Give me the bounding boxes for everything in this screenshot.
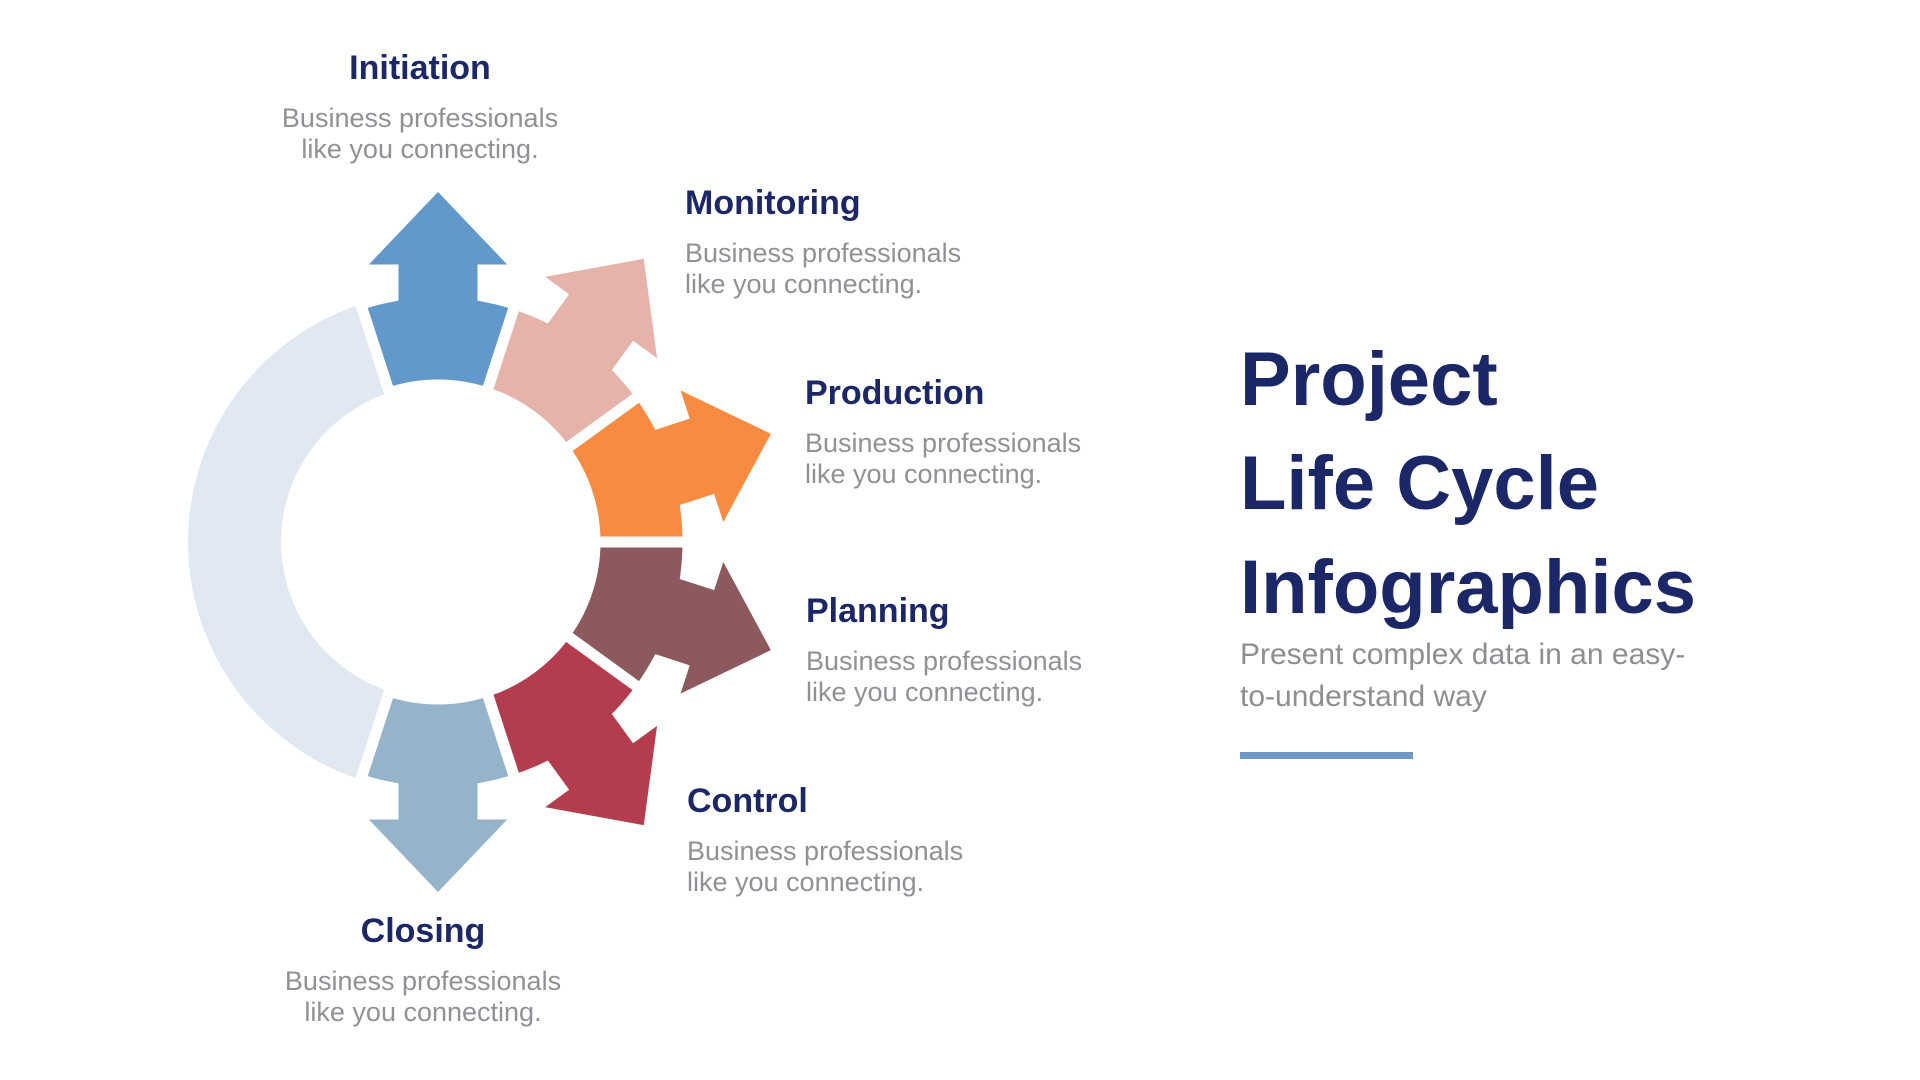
cycle-ring (188, 304, 390, 780)
phase-desc-control: Business professionals like you connecti… (687, 836, 964, 898)
page-title-line-2: Life Cycle (1240, 441, 1600, 526)
segment-initiation-arrow (343, 176, 533, 400)
phase-block-production: Production Business professionals like y… (805, 374, 1082, 490)
segment-planning-arrow (557, 534, 787, 715)
segment-monitoring-arrow (479, 245, 672, 458)
page-title: Project Life Cycle Infographics (1240, 328, 1696, 640)
phase-title-monitoring: Monitoring (685, 184, 861, 222)
segment-closing-arrow (343, 684, 533, 908)
phase-block-closing: Closing Business professionals like you … (284, 912, 562, 1028)
accent-underline (1240, 752, 1413, 759)
page-subtitle: Present complex data in an easy- to-unde… (1240, 634, 1685, 718)
phase-desc-initiation: Business professionals like you connecti… (281, 103, 559, 165)
phase-title-planning: Planning (806, 592, 950, 630)
segment-production-arrow (557, 369, 787, 550)
phase-block-monitoring: Monitoring Business professionals like y… (685, 184, 962, 300)
phase-desc-monitoring: Business professionals like you connecti… (685, 238, 962, 300)
phase-title-initiation: Initiation (349, 49, 491, 87)
phase-block-control: Control Business professionals like you … (687, 782, 964, 898)
phase-title-production: Production (805, 374, 985, 412)
phase-title-closing: Closing (360, 912, 486, 950)
page-subtitle-line-1: Present complex data in an easy- (1240, 638, 1686, 671)
phase-block-initiation: Initiation Business professionals like y… (281, 49, 559, 165)
page-title-line-3: Infographics (1240, 545, 1697, 630)
page-subtitle-line-2: to-understand way (1240, 680, 1487, 713)
page-title-line-1: Project (1240, 337, 1498, 422)
phase-desc-closing: Business professionals like you connecti… (284, 966, 562, 1028)
phase-desc-production: Business professionals like you connecti… (805, 428, 1082, 490)
phase-title-control: Control (687, 782, 808, 820)
phase-block-planning: Planning Business professionals like you… (806, 592, 1083, 708)
phase-desc-planning: Business professionals like you connecti… (806, 646, 1083, 708)
segment-control-arrow (479, 626, 672, 839)
